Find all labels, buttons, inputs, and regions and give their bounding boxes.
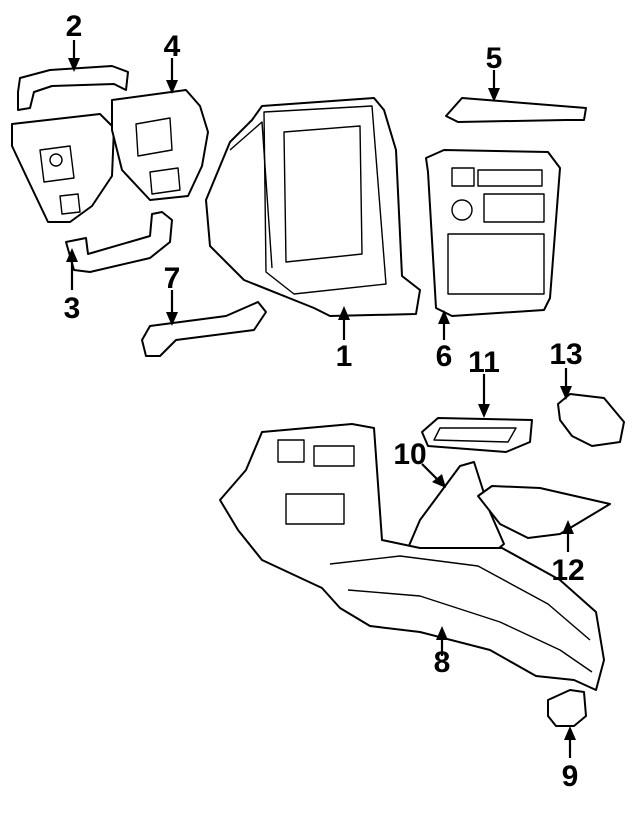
part-9-clip — [547, 689, 587, 727]
callout-2: 2 — [66, 10, 83, 43]
part-13-holder — [557, 393, 625, 447]
part-6-bezel — [425, 149, 561, 317]
callout-1: 1 — [336, 340, 353, 373]
callout-6: 6 — [436, 340, 453, 373]
part-7-bracket — [141, 301, 267, 357]
callout-5: 5 — [486, 42, 503, 75]
callout-11: 11 — [468, 346, 500, 379]
callout-9: 9 — [562, 760, 579, 793]
part-2-bracket — [17, 65, 129, 111]
callout-3: 3 — [64, 292, 81, 325]
part-3-lower-bracket — [65, 211, 173, 273]
part-12-tray — [477, 485, 611, 539]
callout-7: 7 — [164, 262, 181, 295]
callout-10: 10 — [393, 438, 426, 471]
callout-12: 12 — [551, 554, 584, 587]
part-3-panel — [11, 113, 115, 223]
callout-4: 4 — [164, 30, 181, 63]
part-5-trim — [445, 97, 587, 123]
part-11-frame — [421, 417, 533, 453]
leaders — [66, 40, 576, 758]
part-8-console-assembly — [219, 423, 605, 691]
part-4-panel — [111, 89, 209, 201]
part-1-console — [205, 97, 421, 317]
callout-8: 8 — [434, 646, 451, 679]
callout-13: 13 — [549, 338, 582, 371]
callout-labels: 2 4 5 7 3 1 6 13 11 10 12 8 9 — [64, 10, 585, 793]
